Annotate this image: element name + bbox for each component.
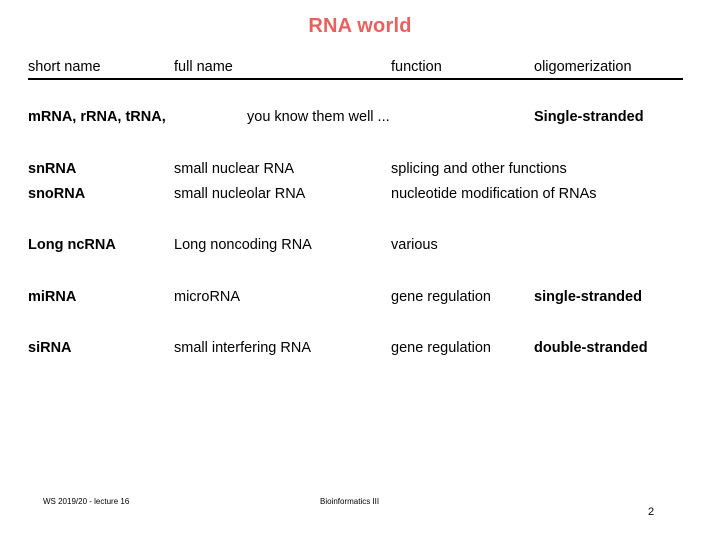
table-header-row: short name full name function oligomeriz… xyxy=(0,56,720,78)
footer-subject-label: Bioinformatics III xyxy=(320,497,380,506)
cell-short-name: Long ncRNA xyxy=(28,237,116,253)
column-header-short-name: short name xyxy=(28,59,101,75)
cell-full-name: small nuclear RNA xyxy=(174,161,295,177)
page-number: 2 xyxy=(648,506,655,518)
cell-oligomerization: single-stranded xyxy=(534,289,642,305)
cell-oligomerization: double-stranded xyxy=(534,340,648,356)
cell-short-name: snoRNA xyxy=(28,186,86,202)
cell-full-name: Long noncoding RNA xyxy=(174,237,312,253)
page-title: RNA world xyxy=(308,15,412,37)
rna-types-table: short name full name function oligomeriz… xyxy=(0,56,720,359)
cell-function: gene regulation xyxy=(391,340,491,356)
column-header-function: function xyxy=(391,59,442,75)
cell-short-name: miRNA xyxy=(28,289,77,305)
table-row: snoRNA small nucleolar RNA nucleotide mo… xyxy=(0,183,720,205)
column-header-full-name: full name xyxy=(174,59,233,75)
cell-full-name: small interfering RNA xyxy=(174,340,311,356)
cell-full-name: microRNA xyxy=(174,289,241,305)
cell-function: you know them well ... xyxy=(247,109,390,125)
table-row: snRNA small nuclear RNA splicing and oth… xyxy=(0,158,720,180)
cell-short-name: siRNA xyxy=(28,340,72,356)
table-row: mRNA, rRNA, tRNA, you know them well ...… xyxy=(0,106,720,128)
cell-short-name: mRNA, rRNA, tRNA, xyxy=(28,109,166,125)
header-underline-rule xyxy=(28,78,683,80)
table-row: Long ncRNA Long noncoding RNA various xyxy=(0,234,720,256)
table-row: miRNA microRNA gene regulation single-st… xyxy=(0,286,720,308)
cell-function: gene regulation xyxy=(391,289,491,305)
footer-course-label: WS 2019/20 - lecture 16 xyxy=(43,497,130,506)
column-header-oligomerization: oligomerization xyxy=(534,59,632,75)
cell-short-name: snRNA xyxy=(28,161,77,177)
table-row: siRNA small interfering RNA gene regulat… xyxy=(0,337,720,359)
cell-function: splicing and other functions xyxy=(391,161,567,177)
slide-footer: WS 2019/20 - lecture 16 Bioinformatics I… xyxy=(0,490,720,540)
cell-function: nucleotide modification of RNAs xyxy=(391,186,597,202)
cell-oligomerization: Single-stranded xyxy=(534,109,644,125)
cell-full-name: small nucleolar RNA xyxy=(174,186,306,202)
cell-function: various xyxy=(391,237,438,253)
